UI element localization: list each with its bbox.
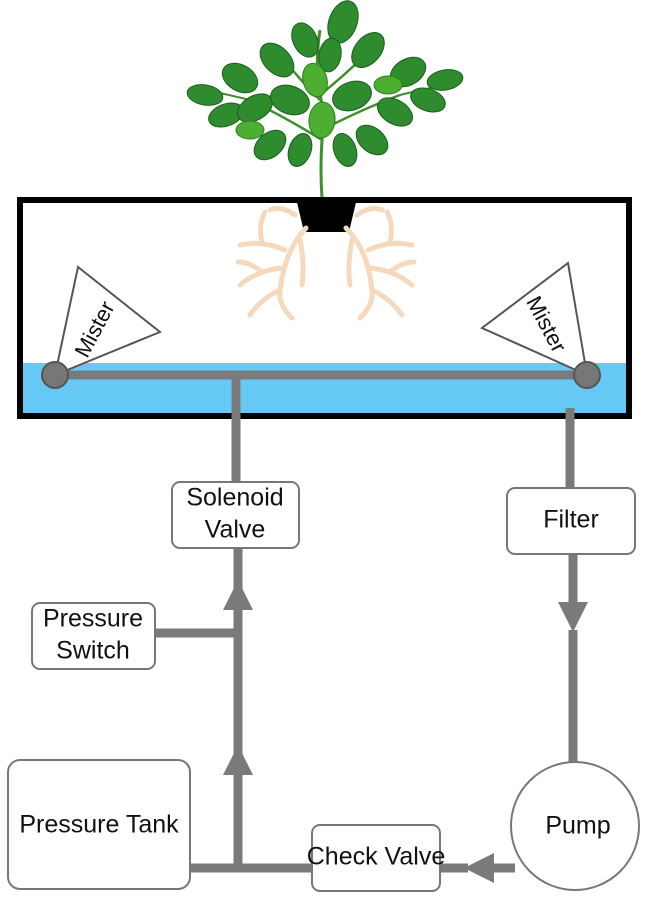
- solenoid-valve-label-line1: Solenoid: [186, 484, 283, 512]
- pressure-switch-label-line1: Pressure: [43, 605, 143, 633]
- arrow-left-icon: [464, 853, 494, 883]
- net-pot-icon: [296, 198, 357, 232]
- check-valve-box: Check Valve: [307, 824, 446, 892]
- plant-icon: [186, 0, 464, 199]
- pressure-switch-label-line2: Switch: [56, 637, 130, 665]
- solenoid-valve-box: Solenoid Valve: [171, 481, 300, 549]
- mister-left-node: [41, 361, 69, 389]
- arrow-down-icon: [558, 602, 588, 632]
- roots-icon: [235, 205, 417, 321]
- check-valve-label: Check Valve: [307, 843, 446, 871]
- flow-arrow-icon: [223, 580, 588, 883]
- pressure-tank-label: Pressure Tank: [19, 811, 179, 839]
- mister-left: Mister: [41, 265, 162, 389]
- arrow-up-lower-icon: [223, 745, 253, 775]
- pump-circle: Pump: [510, 761, 640, 891]
- filter-box: Filter: [506, 487, 636, 555]
- mister-right: Mister: [480, 261, 601, 389]
- arrow-up-upper-icon: [223, 580, 253, 610]
- solenoid-valve-label-line2: Valve: [205, 516, 266, 544]
- pressure-switch-box: Pressure Switch: [31, 602, 156, 670]
- pressure-tank-box: Pressure Tank: [7, 759, 191, 890]
- pump-label: Pump: [545, 812, 610, 840]
- mister-right-node: [573, 361, 601, 389]
- filter-label: Filter: [543, 506, 599, 534]
